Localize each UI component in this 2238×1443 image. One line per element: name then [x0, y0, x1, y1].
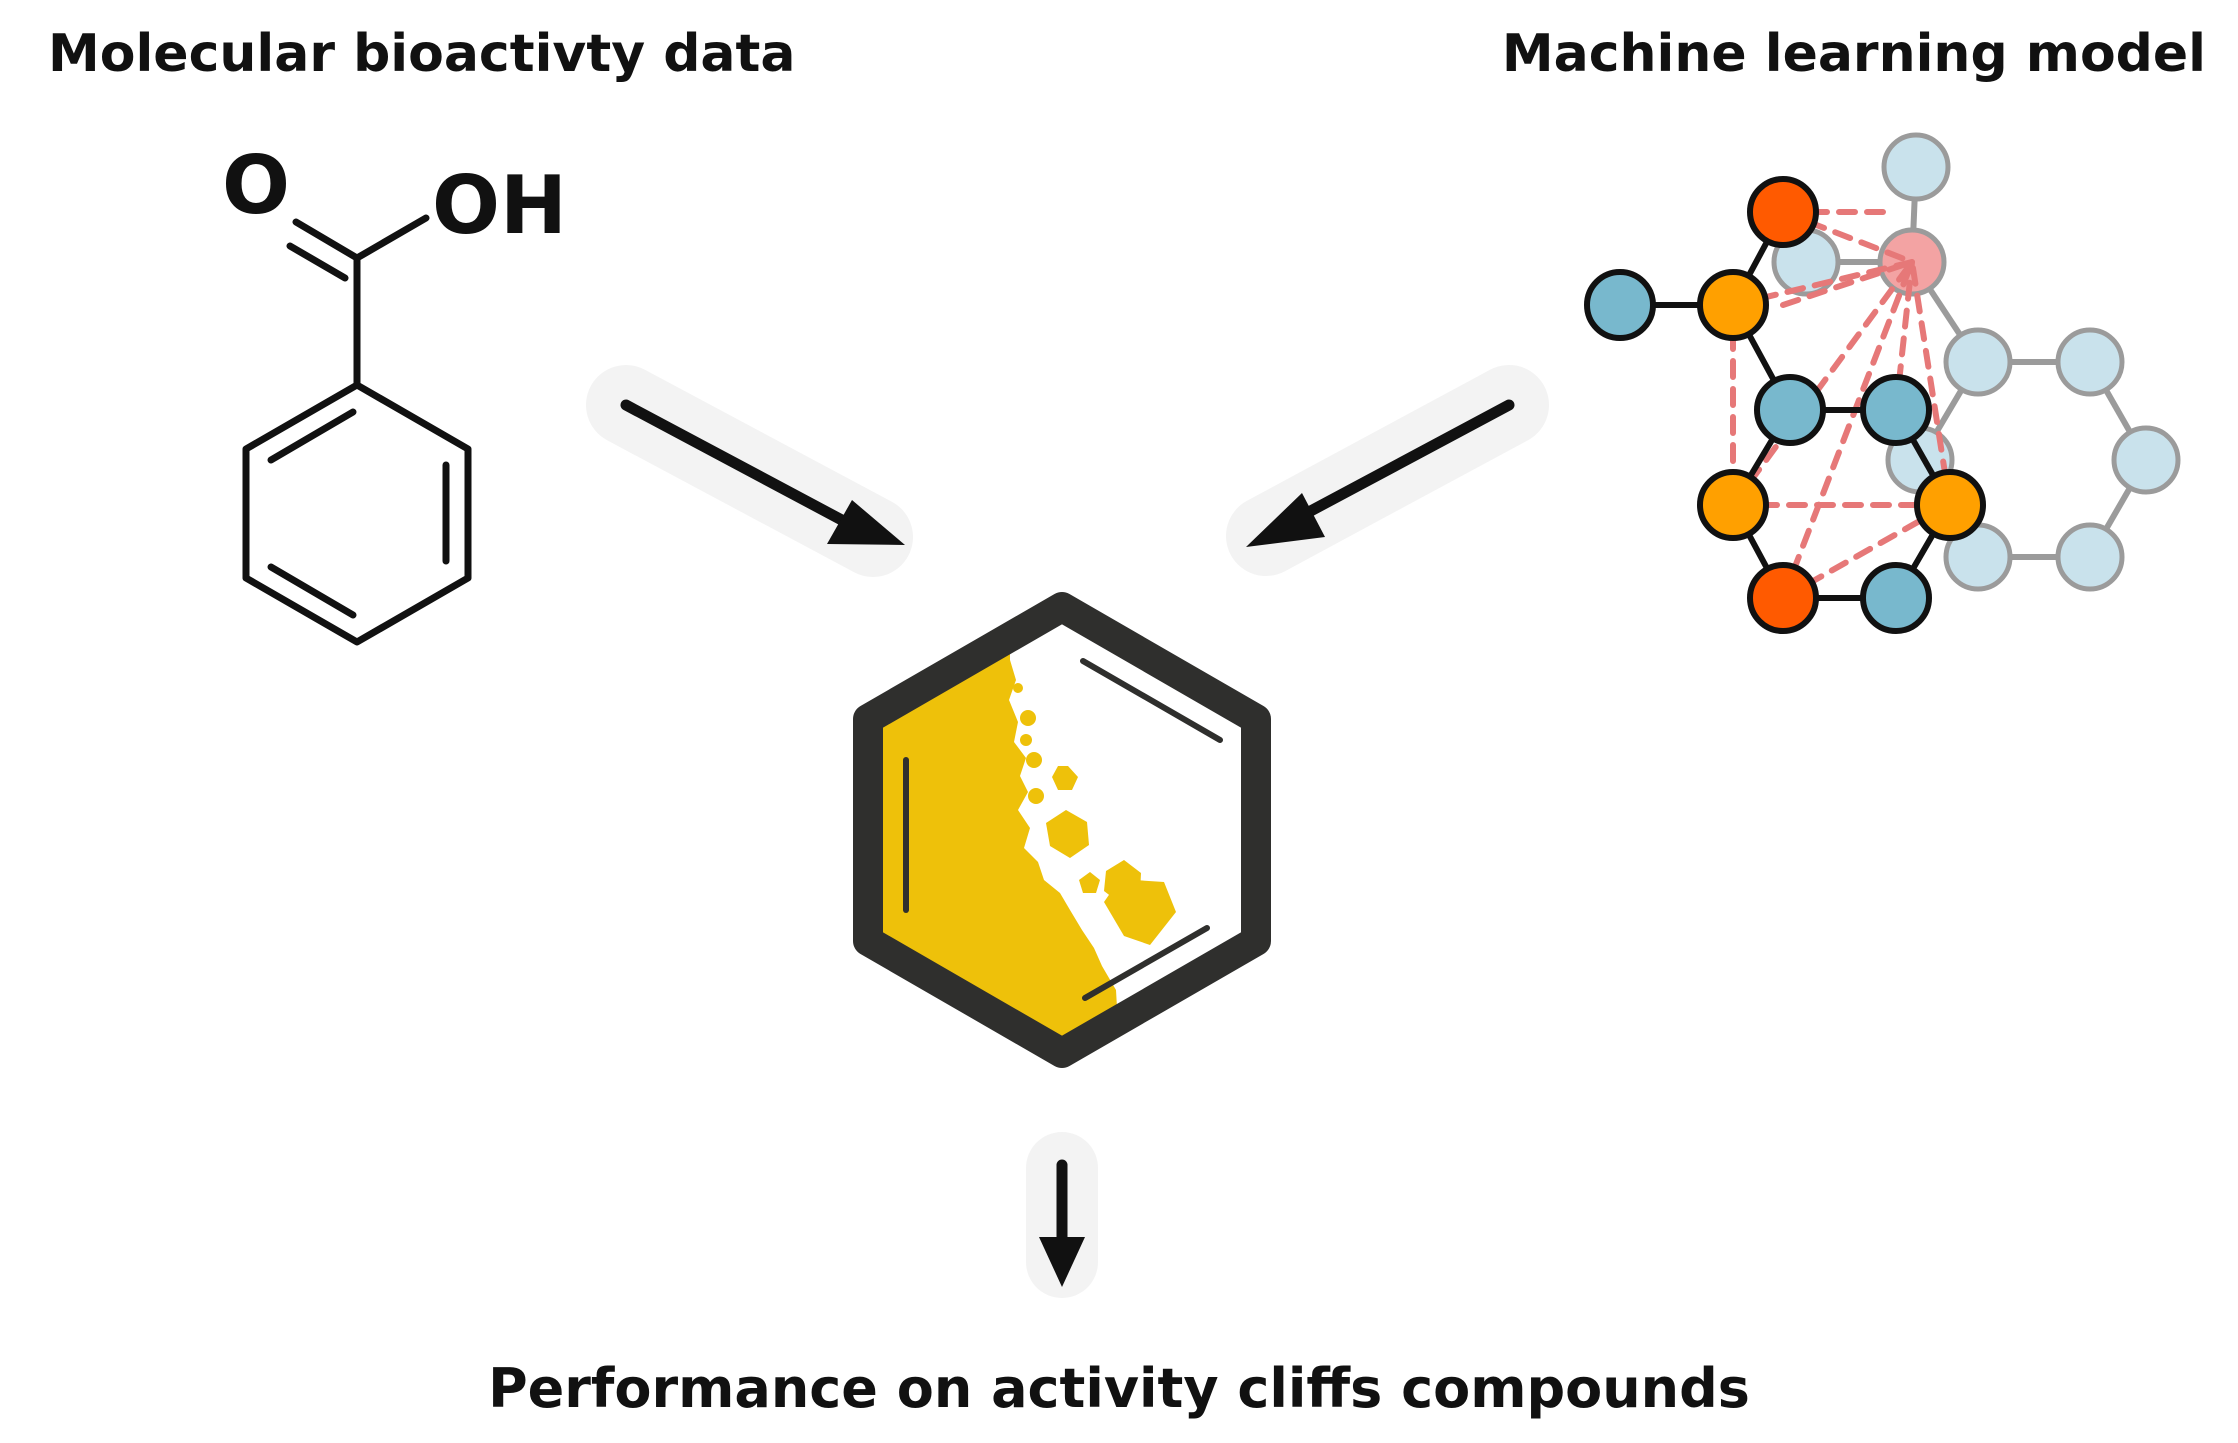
carbonyl-double-bond [286, 242, 349, 282]
ml-model-graph [1584, 132, 2181, 634]
graph-node-blue [1584, 269, 1656, 341]
graph-node-orange [1697, 469, 1769, 541]
arrow-data-to-logo [586, 365, 913, 577]
hydroxyl-bond [353, 214, 430, 262]
cliff-fill [879, 619, 1120, 1041]
carbonyl-bond [292, 218, 361, 262]
benzoic-acid-structure [242, 214, 472, 646]
ring-double-bond [267, 563, 357, 619]
active-graph-nodes [1584, 176, 1986, 634]
graph-node-orange [1914, 469, 1986, 541]
input-data-label: Molecular bioactivty data [48, 24, 796, 84]
graph-node-orange [1697, 269, 1769, 341]
activity-cliff-logo [853, 592, 1271, 1068]
graph-node-blue [1860, 562, 1932, 634]
arrow-model-to-logo [1226, 365, 1549, 576]
graph-node-red [1747, 176, 1819, 248]
ring-double-bond [267, 408, 357, 464]
output-label: Performance on activity cliffs compounds [488, 1357, 1750, 1420]
graph-node-blue [1754, 374, 1826, 446]
cliff-fragments [1013, 683, 1176, 945]
hydroxyl-atom-label: OH [432, 159, 567, 252]
benzene-ring [242, 381, 472, 646]
logo-inner-bonds [903, 658, 1223, 1001]
graph-node-red [1747, 562, 1819, 634]
arrow-logo-to-result [1026, 1132, 1098, 1298]
logo-frame [853, 592, 1271, 1068]
model-label: Machine learning model [1501, 24, 2206, 84]
oxygen-atom-label: O [222, 139, 290, 232]
graph-node-blue [1860, 374, 1932, 446]
